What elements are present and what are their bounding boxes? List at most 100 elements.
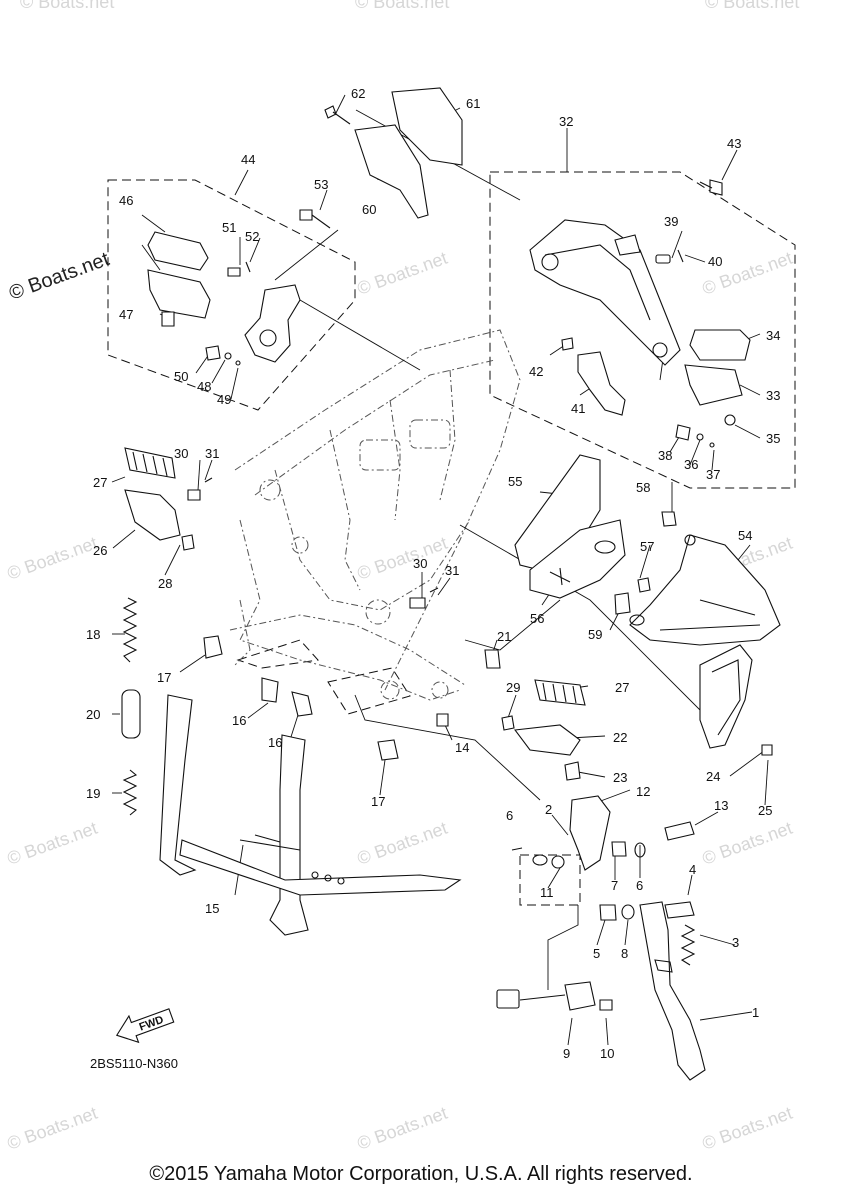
callout-25: 25 [758, 803, 772, 818]
callout-59: 59 [588, 627, 602, 642]
main-frame [229, 329, 521, 701]
callout-33: 33 [766, 388, 780, 403]
part-43-bolt [709, 179, 723, 196]
callout-16b: 16 [268, 735, 282, 750]
parts [121, 87, 781, 1081]
callout-32: 32 [559, 114, 573, 129]
part-34-footpeg-rubber [689, 329, 751, 361]
group-stand-outline [519, 854, 581, 906]
svg-text:© Boats.net: © Boats.net [355, 0, 449, 12]
callout-4: 4 [689, 862, 696, 877]
leader-lines [111, 94, 769, 1046]
part-19-spring [122, 769, 138, 816]
fwd-arrow: FWD [115, 1008, 175, 1044]
part-17-damper-b [377, 739, 399, 761]
callout-17b: 17 [371, 794, 385, 809]
part-33-footrest [684, 364, 743, 406]
callout-18: 18 [86, 627, 100, 642]
part-48-washer [224, 352, 232, 360]
callout-3: 3 [732, 935, 739, 950]
callout-38: 38 [658, 448, 672, 463]
callout-52: 52 [245, 229, 259, 244]
part-62-bolt [324, 105, 337, 119]
part-26-footrest-left [124, 489, 181, 541]
part-22-footrest-right [513, 724, 581, 756]
callout-58: 58 [636, 480, 650, 495]
callout-14: 14 [455, 740, 469, 755]
part-60-cover [354, 124, 429, 219]
callout-61: 61 [466, 96, 480, 111]
svg-text:© Boats.net: © Boats.net [355, 818, 450, 869]
callout-6a: 6 [506, 808, 513, 823]
part-15-centerstand [159, 694, 197, 876]
part-30-pin-left [187, 489, 201, 501]
part-53-bolt [299, 209, 313, 221]
part-47-bolt [161, 311, 175, 327]
callout-30a: 30 [174, 446, 188, 461]
callout-30b: 30 [413, 556, 427, 571]
part-16-bolt-a [261, 677, 279, 703]
svg-text:© Boats.net: © Boats.net [355, 248, 450, 299]
group-32-outline [489, 171, 796, 489]
group-44-outline [107, 179, 356, 411]
callout-24: 24 [706, 769, 720, 784]
part-20-collar [121, 689, 141, 739]
callout-31b: 31 [445, 563, 459, 578]
part-57-nut [637, 577, 651, 593]
part-58-bolt [661, 511, 677, 527]
callout-35: 35 [766, 431, 780, 446]
part-42-bolt [561, 337, 574, 351]
svg-text:© Boats.net: © Boats.net [20, 0, 114, 12]
callout-62: 62 [351, 86, 365, 101]
part-31-clip-right [429, 587, 439, 593]
part-14-damper [436, 713, 449, 727]
part-28-spring [181, 534, 195, 551]
part-23-spring [564, 761, 581, 781]
part-21-bolt [484, 649, 501, 669]
part-7-bush [611, 841, 627, 857]
callout-28: 28 [158, 576, 172, 591]
callout-46: 46 [119, 193, 133, 208]
part-32-bracket [529, 219, 681, 366]
part-45b-bracket [244, 284, 301, 363]
part-61-cover [391, 87, 463, 166]
part-5-collar [599, 904, 617, 921]
part-8-washer [621, 904, 635, 920]
part-52-clip [245, 261, 251, 273]
part-56-guard [529, 519, 626, 599]
part-10-screw [599, 999, 613, 1011]
part-4-bolt [664, 901, 695, 919]
callout-17a: 17 [157, 670, 171, 685]
callout-42: 42 [529, 364, 543, 379]
callout-16a: 16 [232, 713, 246, 728]
part-18-spring [122, 597, 138, 663]
mount-outline-lower [236, 639, 319, 669]
copyright-notice: ©2015 Yamaha Motor Corporation, U.S.A. A… [149, 1163, 693, 1185]
callout-12: 12 [636, 784, 650, 799]
part-39-pin [655, 254, 671, 264]
callout-34: 34 [766, 328, 780, 343]
callout-11: 11 [540, 885, 554, 900]
svg-text:© Boats.net: © Boats.net [5, 818, 100, 869]
callout-27b: 27 [615, 680, 629, 695]
part-6-washer-a [532, 854, 548, 866]
callout-7: 7 [611, 878, 618, 893]
part-30-pin-right [409, 597, 426, 609]
callout-26: 26 [93, 543, 107, 558]
watermark-prominent: © Boats.net [6, 248, 112, 305]
svg-text:© Boats.net: © Boats.net [700, 1103, 795, 1154]
svg-text:© Boats.net: © Boats.net [5, 1103, 100, 1154]
callout-labels: 1 2 3 4 5 6 6 7 8 9 10 11 12 13 14 15 16… [86, 86, 780, 1061]
part-59-grommet [614, 592, 631, 615]
part-9-sidestand-switch [564, 981, 596, 1011]
callout-19: 19 [86, 786, 100, 801]
callout-8: 8 [621, 946, 628, 961]
svg-text:© Boats.net: © Boats.net [700, 818, 795, 869]
part-38-plate [675, 424, 691, 441]
callout-23: 23 [613, 770, 627, 785]
part-13-bolt [664, 821, 695, 841]
callout-44: 44 [241, 152, 255, 167]
part-46-footpeg-rubber [147, 231, 209, 271]
callout-48: 48 [197, 379, 211, 394]
